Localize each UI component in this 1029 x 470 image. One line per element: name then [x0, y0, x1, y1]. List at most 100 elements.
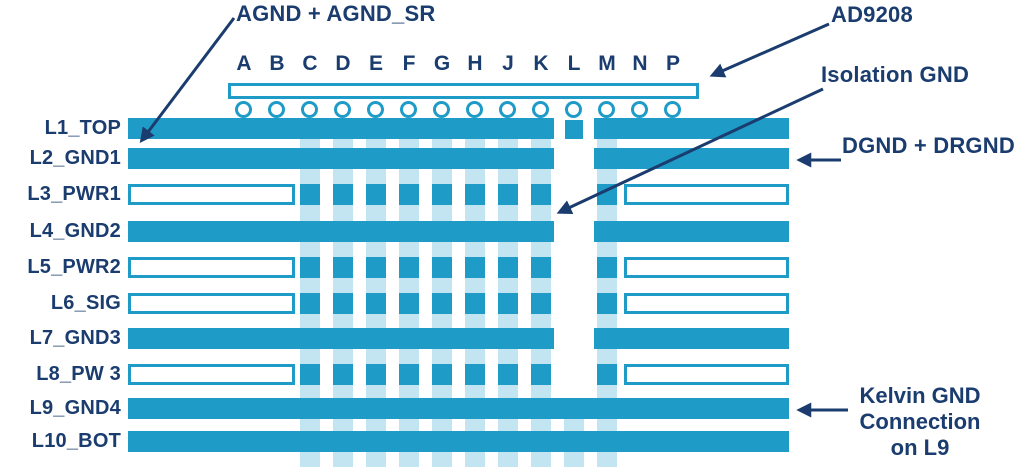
layer-label-L9_GND4: L9_GND4 — [29, 397, 121, 419]
layer-bar-L4_GND2 — [594, 221, 789, 242]
via-pad — [366, 221, 386, 242]
via-pad — [531, 328, 551, 349]
via-pad — [597, 257, 617, 278]
via-pad — [366, 257, 386, 278]
layer-bar-L10_BOT — [128, 431, 789, 452]
via-pad — [366, 398, 386, 419]
layer-bar-L6_SIG — [624, 293, 789, 314]
layer-bar-L7_GND3 — [594, 328, 789, 349]
via-pad — [597, 364, 617, 385]
layer-bar-L3_PWR1 — [624, 184, 789, 205]
layer-label-L4_GND2: L4_GND2 — [29, 220, 121, 242]
via-pad — [399, 118, 419, 139]
layer-label-L6_SIG: L6_SIG — [50, 292, 121, 314]
isolation-gnd-annotation: Isolation GND — [821, 62, 970, 87]
via-pad — [366, 328, 386, 349]
via-pad — [465, 184, 485, 205]
via-pad — [399, 184, 419, 205]
via-pad — [597, 293, 617, 314]
via-pad — [333, 398, 353, 419]
via-pad — [366, 364, 386, 385]
ad9208-annotation: AD9208 — [831, 2, 913, 27]
layer-bar-L5_PWR2 — [128, 257, 295, 278]
via-pad — [366, 148, 386, 169]
via-pad-kelvin — [564, 398, 584, 419]
via-pad — [432, 118, 452, 139]
via-pad — [498, 431, 518, 452]
ball-letter-A: A — [236, 52, 252, 75]
via-pad — [300, 328, 320, 349]
via-pad — [300, 293, 320, 314]
via-pad-kelvin — [564, 431, 584, 452]
layer-label-L1_TOP: L1_TOP — [44, 117, 121, 139]
via-pad — [432, 148, 452, 169]
via-pad — [300, 118, 320, 139]
via-pad — [465, 398, 485, 419]
layer-label-L8_PW 3: L8_PW 3 — [36, 363, 121, 385]
ball-B — [268, 101, 285, 118]
via-pad — [531, 257, 551, 278]
via-pad — [531, 184, 551, 205]
via-pad — [465, 364, 485, 385]
layer-label-L3_PWR1: L3_PWR1 — [27, 183, 121, 205]
via-pad — [300, 431, 320, 452]
layer-bar-L2_GND1 — [594, 148, 789, 169]
ball-C — [301, 101, 318, 118]
via-pad — [432, 398, 452, 419]
via-pad — [432, 257, 452, 278]
via-pad — [333, 431, 353, 452]
layer-label-L10_BOT: L10_BOT — [31, 430, 121, 452]
layer-label-L7_GND3: L7_GND3 — [29, 327, 121, 349]
via-pad — [465, 328, 485, 349]
via-pad — [498, 118, 518, 139]
via-pad — [333, 118, 353, 139]
dgnd-annotation: DGND + DRGND — [842, 133, 1015, 158]
via-pad — [432, 221, 452, 242]
via-pad — [399, 293, 419, 314]
via-pad — [498, 184, 518, 205]
via-pad — [498, 148, 518, 169]
via-pad — [597, 184, 617, 205]
ball-D — [334, 101, 351, 118]
via-pad — [366, 293, 386, 314]
kelvin-line3: on L9 — [890, 435, 950, 460]
via-pad — [300, 221, 320, 242]
via-pad — [399, 148, 419, 169]
via-pad — [498, 364, 518, 385]
via-pad — [498, 328, 518, 349]
via-pad — [300, 257, 320, 278]
via-pad — [432, 431, 452, 452]
via-pad — [597, 148, 617, 169]
ball-M — [598, 101, 615, 118]
ball-letter-H: H — [467, 52, 483, 75]
via-pad — [399, 221, 419, 242]
via-pad — [333, 257, 353, 278]
ball-E — [367, 101, 384, 118]
via-pad — [465, 293, 485, 314]
via-pad — [399, 257, 419, 278]
ball-F — [400, 101, 417, 118]
via-pad — [531, 398, 551, 419]
ball-A — [235, 101, 252, 118]
via-pad — [597, 398, 617, 419]
via-pad — [300, 398, 320, 419]
ball-letter-F: F — [402, 52, 416, 75]
ball-K — [532, 101, 549, 118]
via-pad — [432, 293, 452, 314]
via-pad — [399, 328, 419, 349]
ball-letter-P: P — [665, 52, 680, 75]
via-pad — [333, 221, 353, 242]
kelvin-line2: Connection — [859, 409, 981, 434]
layer-bar-L9_GND4 — [128, 398, 789, 419]
via-pad — [531, 431, 551, 452]
layer-bar-L5_PWR2 — [624, 257, 789, 278]
ball-letter-D: D — [335, 52, 351, 75]
ball-G — [433, 101, 450, 118]
layer-bar-L6_SIG — [128, 293, 295, 314]
layer-bar-L8_PW 3 — [624, 364, 789, 385]
layer-bar-L3_PWR1 — [128, 184, 295, 205]
ball-letter-B: B — [269, 52, 285, 75]
kelvin-line1: Kelvin GND — [859, 383, 981, 408]
via-pad — [465, 118, 485, 139]
